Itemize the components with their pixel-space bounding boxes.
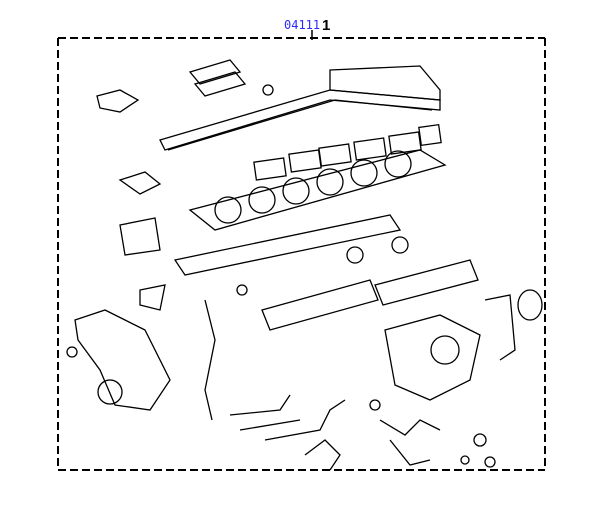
valve-cover-gasket <box>159 59 441 151</box>
manifold-gaskets <box>253 123 442 181</box>
side-cover-gasket <box>173 214 402 276</box>
timing-cover-gasket <box>74 284 216 421</box>
cylinder-head-gasket <box>188 149 447 231</box>
small-gaskets <box>96 84 409 264</box>
oil-pipes <box>66 284 496 471</box>
front-cover-assembly <box>97 289 543 405</box>
callout-number: 1 <box>322 17 331 34</box>
oil-pan-gaskets <box>261 259 479 331</box>
kit-frame <box>57 37 546 471</box>
part-code-link[interactable]: 04111 <box>284 18 321 32</box>
